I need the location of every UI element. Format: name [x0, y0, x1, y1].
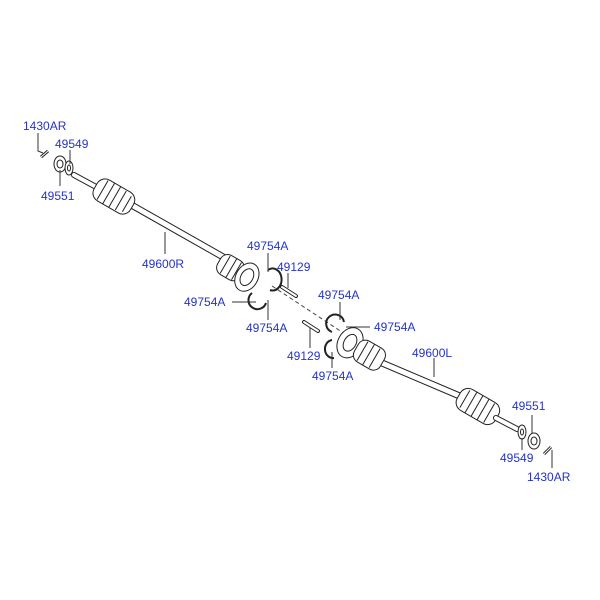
label-bolt-right: 49129: [277, 260, 311, 274]
drive-shaft-right: [40, 149, 298, 311]
stub-axle-right: [71, 172, 101, 191]
washer-right: [64, 160, 74, 176]
label-clip-left-top: 49754A: [318, 288, 359, 302]
inner-cv-joint-right: [216, 254, 260, 292]
label-shaft-left: 49600L: [412, 346, 452, 360]
cotter-pin-left: [542, 445, 553, 456]
part-labels: 1430AR 49549 49551 49600R 49754A 49129 4…: [23, 119, 571, 484]
label-pin-left: 1430AR: [527, 470, 571, 484]
label-clip-right-bottom: 49754A: [246, 321, 287, 335]
label-bolt-left: 49129: [287, 349, 321, 363]
label-pin-right: 1430AR: [23, 119, 67, 133]
bolt-left: [302, 320, 320, 333]
castle-nut-left: [527, 432, 541, 450]
label-clip-right-top: 49754A: [247, 239, 288, 253]
label-nut-right: 49551: [41, 189, 75, 203]
cotter-pin-right: [40, 149, 49, 159]
label-clip-right-left: 49754A: [184, 295, 225, 309]
shaft-bar-right: [124, 199, 236, 266]
label-washer-left: 49549: [500, 451, 534, 465]
washer-left: [517, 424, 527, 440]
outer-cv-boot-left: [455, 387, 501, 426]
label-washer-right: 49549: [55, 137, 89, 151]
castle-nut-right: [53, 155, 67, 173]
label-nut-left: 49551: [512, 399, 546, 413]
leader-pin-right: [37, 133, 44, 154]
label-clip-left-right: 49754A: [374, 320, 415, 334]
assembly-axis-line: [271, 285, 349, 337]
retaining-clip-left-top: [325, 313, 345, 333]
bolt-right: [280, 285, 298, 298]
shaft-bar-left: [371, 356, 466, 401]
stub-axle-left: [493, 415, 520, 432]
inner-cv-joint-left: [336, 327, 386, 371]
retaining-clip-right-top: [267, 267, 283, 292]
leader-lines: [37, 133, 553, 468]
retaining-clip-left-lower: [324, 339, 335, 360]
drive-shaft-left: [302, 313, 553, 456]
retaining-clip-right-lower: [247, 292, 267, 311]
outer-cv-boot-right: [92, 178, 136, 215]
label-shaft-right: 49600R: [142, 257, 184, 271]
label-clip-left-bottom: 49754A: [312, 369, 353, 383]
